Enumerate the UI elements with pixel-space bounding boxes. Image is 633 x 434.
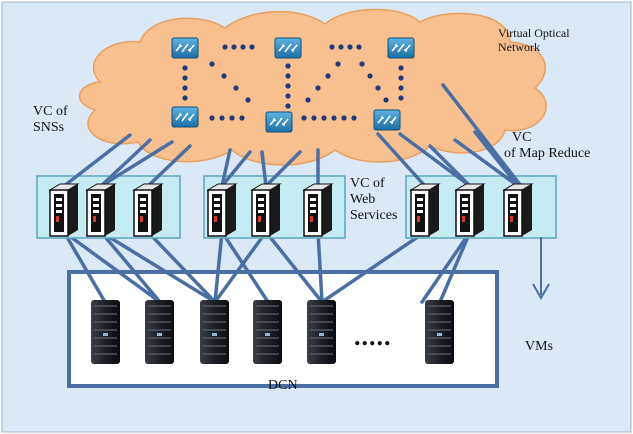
vm-to-dcn-links: [62, 230, 472, 304]
cloud-interconnect-dots: [182, 44, 404, 121]
vm-server-icon: [302, 183, 334, 237]
vm-server-icon: [85, 183, 117, 237]
optical-switch-icon: [171, 106, 199, 128]
vc-web-services-label-line2: Web: [350, 192, 376, 208]
vc-map-reduce-label-line2: of Map Reduce: [504, 146, 591, 162]
vm-server-icon: [502, 183, 534, 237]
cloud-to-vm-links: [62, 83, 523, 188]
rack-server-icon: [253, 300, 282, 364]
vc-web-services-label-line1: VC of: [350, 176, 385, 191]
optical-switch-icon: [265, 111, 293, 133]
vc-web-services-label-line3: Services: [350, 208, 398, 224]
optical-switch-icon: [387, 37, 415, 59]
down-arrow-icon: [532, 237, 550, 301]
vms-label: VMs: [525, 339, 554, 354]
virtual-optical-network-label-line1: Virtual Optical: [498, 26, 570, 40]
vm-server-icon: [206, 183, 238, 237]
optical-switch-icon: [171, 37, 199, 59]
rack-server-icon: [200, 300, 229, 364]
vc-snss-label: VC of SNSs: [33, 104, 68, 136]
virtual-optical-network-label: Virtual Optical Network: [498, 26, 570, 55]
vc-snss-label-line2: SNSs: [33, 120, 65, 136]
vm-server-icon: [250, 183, 282, 237]
rack-server-icon: [307, 300, 336, 364]
virtual-optical-network-label-line2: Network: [498, 39, 540, 54]
vm-server-icon: [132, 183, 164, 237]
vc-web-services-label: VC of Web Services: [350, 176, 397, 224]
vm-server-icon: [454, 183, 486, 237]
rack-server-icon: [425, 300, 454, 364]
optical-switch-icon: [373, 109, 401, 131]
more-servers-ellipsis: .....: [354, 322, 392, 351]
vc-snss-label-line1: VC of: [33, 104, 68, 119]
vm-server-icon: [48, 183, 80, 237]
vc-map-reduce-label: VC of Map Reduce: [504, 130, 590, 162]
optical-switch-icon: [274, 37, 302, 59]
dcn-label: DCN: [268, 378, 298, 393]
rack-server-icon: [145, 300, 174, 364]
vc-map-reduce-label-line1: VC: [512, 130, 532, 145]
vm-server-icon: [409, 183, 441, 237]
rack-server-icon: [91, 300, 120, 364]
